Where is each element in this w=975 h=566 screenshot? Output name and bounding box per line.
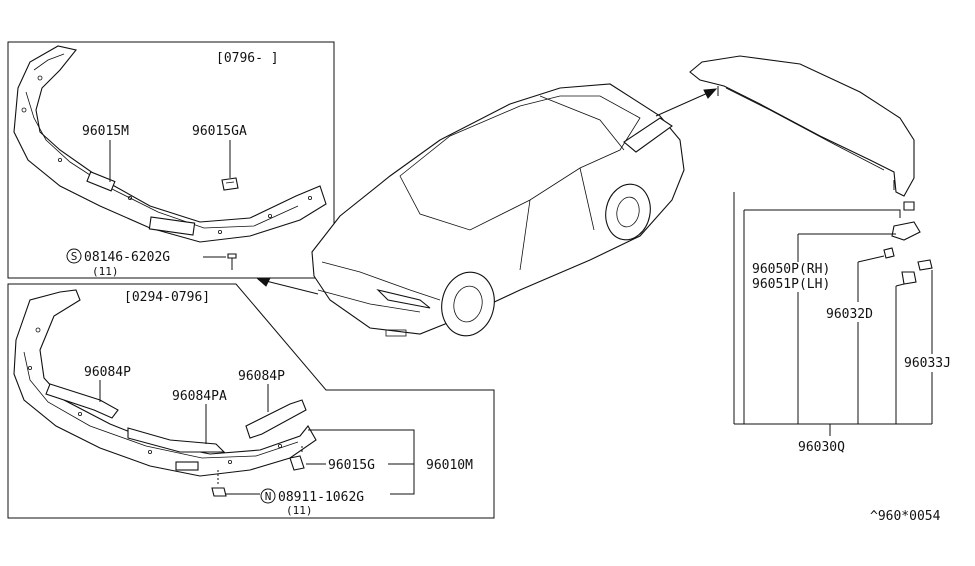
label-96032D: 96032D bbox=[826, 307, 873, 322]
nut-symbol bbox=[260, 488, 276, 504]
bottom-panel-date-range: [0294-0796] bbox=[124, 290, 210, 305]
label-96084P-a: 96084P bbox=[84, 365, 131, 380]
screw-drawing bbox=[227, 253, 237, 270]
label-96051P-lh: 96051P(LH) bbox=[752, 277, 830, 292]
front-spoiler-lower-drawing bbox=[13, 289, 317, 477]
label-96015G: 96015G bbox=[328, 458, 375, 473]
label-screw-part: 08146-6202G bbox=[84, 250, 170, 265]
car-drawing bbox=[311, 83, 685, 337]
label-96050P-rh: 96050P(RH) bbox=[752, 262, 830, 277]
label-96015M: 96015M bbox=[82, 124, 129, 139]
arrow-to-front bbox=[256, 277, 319, 295]
label-96084PA: 96084PA bbox=[172, 389, 227, 404]
top-panel-date-range: [0796- ] bbox=[216, 51, 279, 66]
bottom-panel-frame bbox=[7, 283, 495, 519]
screw-symbol bbox=[66, 248, 82, 264]
top-panel-frame bbox=[7, 41, 335, 279]
top-panel: [0796- ] 96015M 9601 bbox=[7, 41, 335, 279]
label-96084P-c: 96084P bbox=[238, 369, 285, 384]
nut-symbol-letter: N bbox=[265, 490, 272, 503]
bottom-panel: [0294-0796] 96084P 96084PA bbox=[7, 283, 495, 519]
rear-spoiler-drawing bbox=[689, 55, 933, 285]
label-96010M: 96010M bbox=[426, 458, 473, 473]
clip-96015G-drawing bbox=[289, 446, 305, 471]
label-nut-part: 08911-1062G bbox=[278, 490, 364, 505]
label-96033J: 96033J bbox=[904, 356, 951, 371]
screw-symbol-letter: S bbox=[71, 250, 78, 263]
label-96030Q: 96030Q bbox=[798, 440, 845, 455]
rear-spoiler-leaders bbox=[733, 192, 933, 436]
arrow-to-rear bbox=[655, 88, 718, 117]
front-spoiler-upper-drawing bbox=[13, 45, 327, 243]
diagram-id: ^960*0054 bbox=[870, 509, 941, 524]
label-96015GA: 96015GA bbox=[192, 124, 247, 139]
clip-drawing bbox=[221, 177, 239, 191]
label-nut-qty: (11) bbox=[286, 504, 313, 517]
label-screw-qty: (11) bbox=[92, 265, 119, 278]
nut-drawing bbox=[211, 470, 227, 497]
